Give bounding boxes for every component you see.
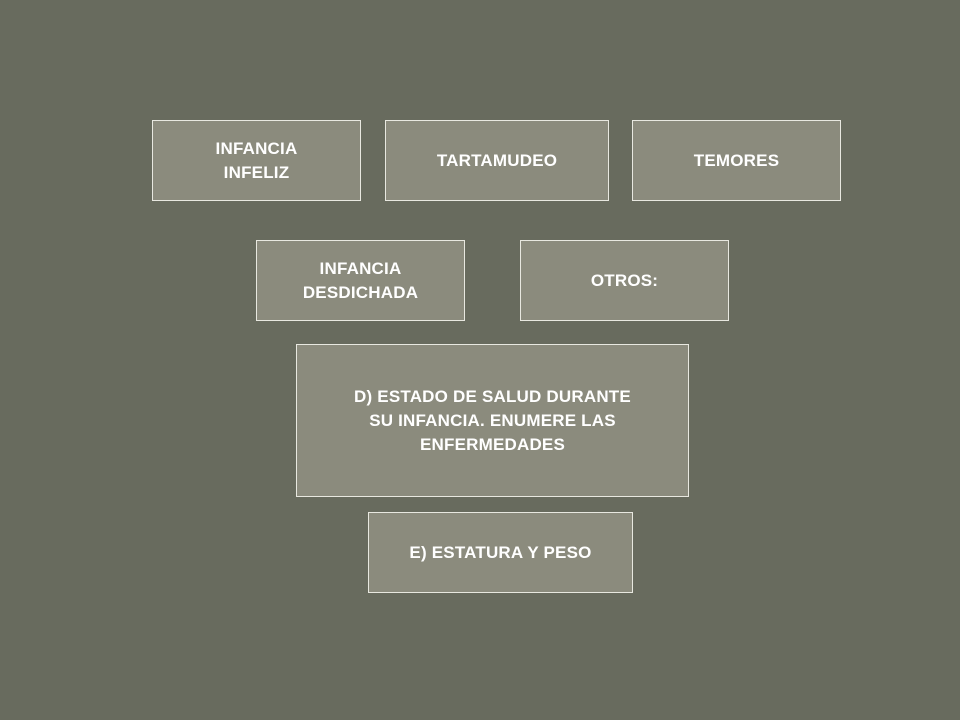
estado-de-salud-box: D) ESTADO DE SALUD DURANTE SU INFANCIA. … [296,344,689,497]
infancia-infeliz-box: INFANCIA INFELIZ [152,120,361,201]
estatura-y-peso-box: E) ESTATURA Y PESO [368,512,633,593]
tartamudeo-box: TARTAMUDEO [385,120,609,201]
otros-box: OTROS: [520,240,729,321]
temores-box: TEMORES [632,120,841,201]
infancia-desdichada-box: INFANCIA DESDICHADA [256,240,465,321]
